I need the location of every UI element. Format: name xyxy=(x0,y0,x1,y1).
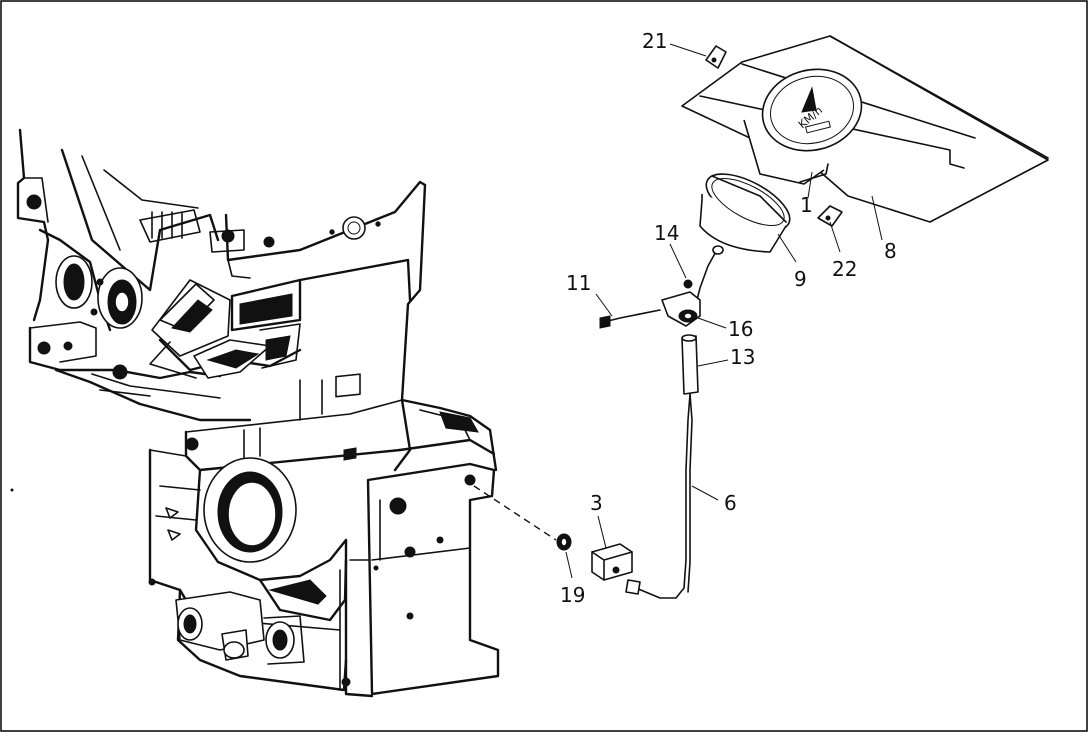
sensor-block-3 xyxy=(591,543,633,581)
speedometer-gauge-1: KM/h xyxy=(743,68,863,185)
callout-13: 13 xyxy=(730,345,755,369)
callout-14: 14 xyxy=(654,221,679,245)
speedometer-cable xyxy=(599,245,724,599)
callout-21: 21 xyxy=(642,29,667,53)
clip-22 xyxy=(817,205,843,227)
assembly-line xyxy=(473,485,557,541)
callout-3: 3 xyxy=(590,491,603,515)
callout-19: 19 xyxy=(560,583,585,607)
clip-21 xyxy=(705,45,727,69)
nut-19 xyxy=(556,533,572,551)
callout-8: 8 xyxy=(884,239,897,263)
callout-22: 22 xyxy=(832,257,857,281)
callout-16: 16 xyxy=(728,317,753,341)
callout-6: 6 xyxy=(724,491,737,515)
leader-lines xyxy=(565,43,883,579)
transmission-housing xyxy=(10,128,500,698)
callout-11: 11 xyxy=(566,271,591,295)
callout-1: 1 xyxy=(800,193,813,217)
callout-9: 9 xyxy=(794,267,807,291)
gauge-ring-9 xyxy=(699,173,791,253)
